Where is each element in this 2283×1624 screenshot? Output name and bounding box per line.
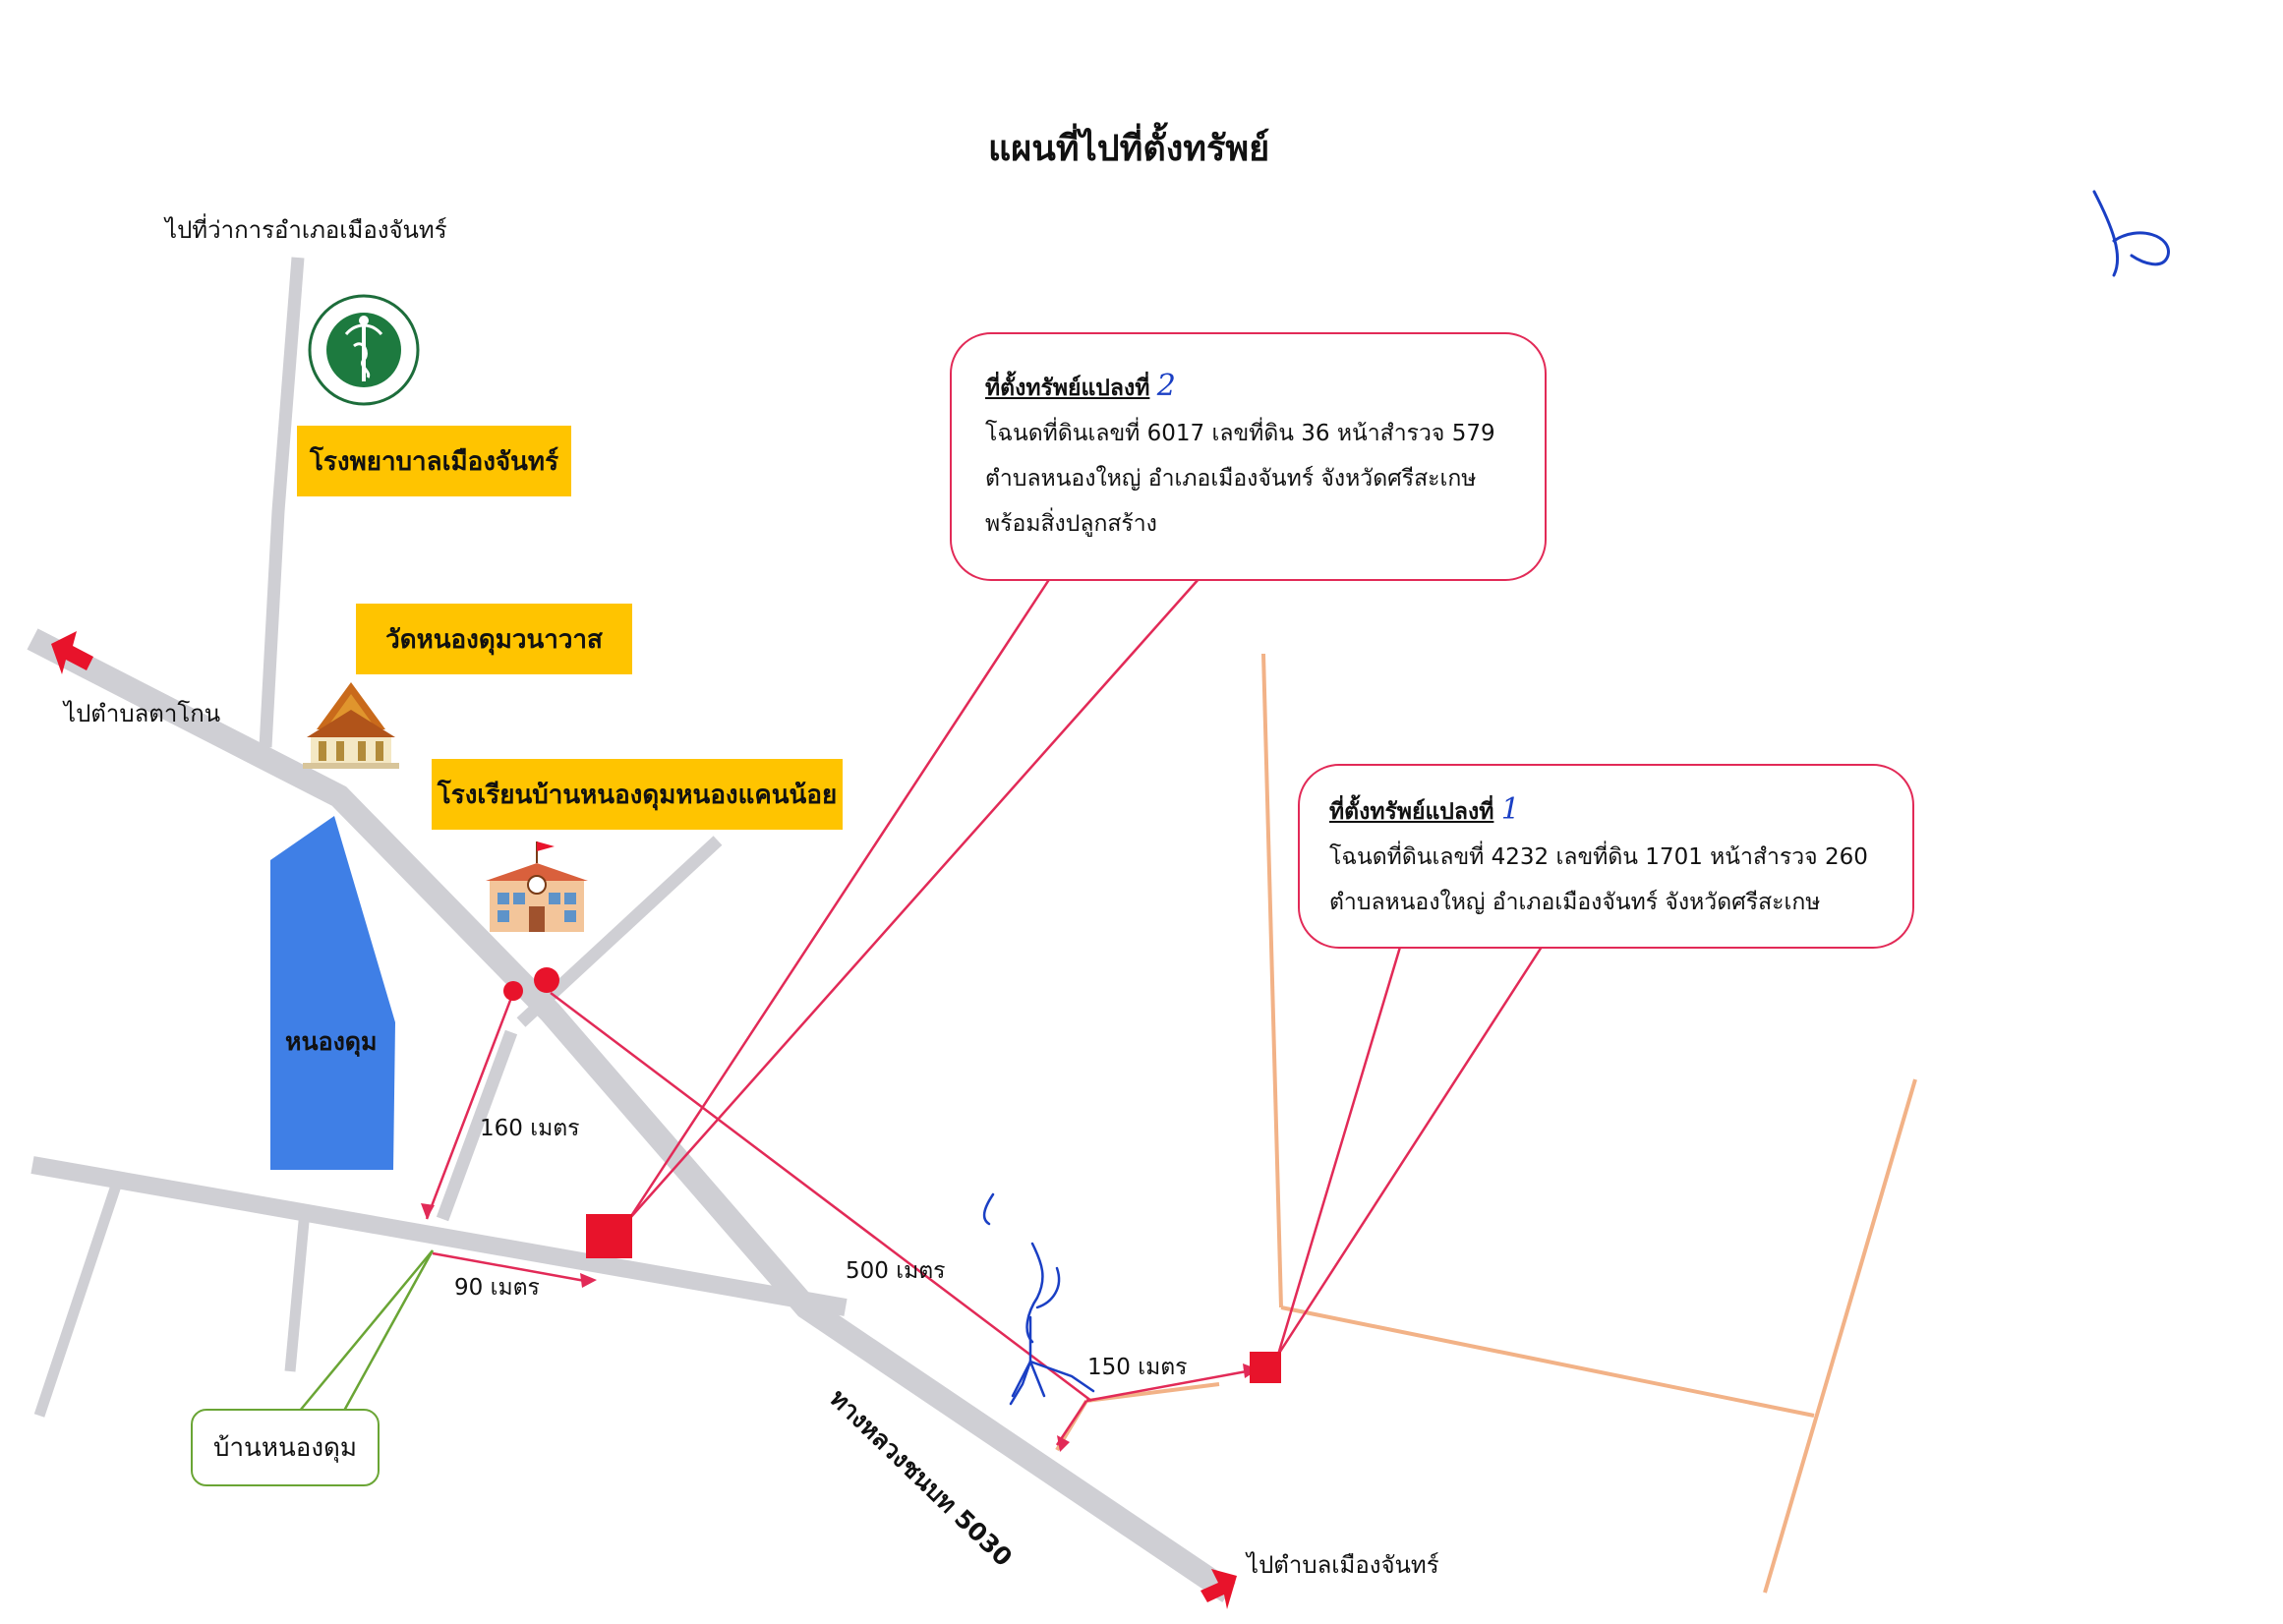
parcel1-marker: [1250, 1352, 1281, 1383]
junction-dot-2: [534, 967, 559, 993]
direction-arrows: [51, 631, 1237, 1609]
school-label: โรงเรียนบ้านหนองดุมหนองแคนน้อย: [432, 759, 843, 830]
distance-90-label: 90 เมตร: [454, 1275, 540, 1301]
road-network: [27, 257, 1236, 1602]
road-main-diagonal: [27, 628, 1236, 1602]
road-branch-2: [284, 1210, 311, 1372]
village-pointer: [299, 1249, 435, 1412]
parcel2-heading: ที่ตั้งทรัพย์แปลงที่ 2: [985, 364, 1545, 411]
distance-arrows: [425, 992, 1248, 1446]
road-south-1: [436, 1029, 518, 1222]
page-title: แผนที่ไปที่ตั้งทรัพย์: [988, 129, 1270, 169]
village-label: บ้านหนองดุม: [212, 1433, 358, 1463]
distance-150-label: 150 เมตร: [1087, 1355, 1188, 1380]
temple-label: วัดหนองดุมวนาวาส: [356, 604, 632, 674]
junction-dot-1: [503, 981, 523, 1001]
parcel1-callout: ที่ตั้งทรัพย์แปลงที่ 1 โฉนดที่ดินเลขที่ …: [1298, 764, 1914, 949]
road-horizontal: [30, 1156, 848, 1316]
parcel2-callout: ที่ตั้งทรัพย์แปลงที่ 2 โฉนดที่ดินเลขที่ …: [950, 332, 1547, 581]
distance-160-label: 160 เมตร: [480, 1116, 580, 1141]
road-to-school: [516, 836, 723, 1027]
arrow-to-ta-kon-icon: [51, 631, 93, 674]
to-mueang-chan-label: ไปตำบลเมืองจันทร์: [1247, 1551, 1439, 1579]
parcel1-line2: ตำบลหนองใหญ่ อำเภอเมืองจันทร์ จังหวัดศรี…: [1329, 890, 1821, 915]
road-branch-1: [33, 1178, 124, 1418]
arrow-to-mueang-chan-icon: [1200, 1569, 1237, 1609]
to-district-label: ไปที่ว่าการอำเภอเมืองจันทร์: [165, 216, 447, 244]
hospital-logo: [307, 293, 421, 407]
parcel1-heading: ที่ตั้งทรัพย์แปลงที่ 1: [1329, 787, 1912, 835]
temple-icon: [297, 680, 405, 771]
road-to-district: [259, 257, 305, 748]
parcel2-marker: [586, 1214, 632, 1258]
school-icon: [482, 838, 592, 936]
callout-pointers: [627, 577, 1546, 1356]
hospital-label: โรงพยาบาลเมืองจันทร์: [297, 426, 571, 496]
parcel1-head: ที่ตั้งทรัพย์แปลงที่: [1329, 799, 1494, 825]
pond-shape: [270, 816, 395, 1170]
parcel1-line1: โฉนดที่ดินเลขที่ 4232 เลขที่ดิน 1701 หน้…: [1329, 844, 1868, 870]
handwritten-page-mark: [2092, 190, 2170, 277]
parcel2-head: ที่ตั้งทรัพย์แปลงที่: [985, 376, 1150, 401]
to-ta-kon-label: ไปตำบลตาโกน: [64, 700, 221, 727]
village-callout: บ้านหนองดุม: [191, 1409, 380, 1486]
parcel1-number: 1: [1500, 792, 1520, 827]
parcel2-line2: ตำบลหนองใหญ่ อำเภอเมืองจันทร์ จังหวัดศรี…: [985, 466, 1477, 492]
distance-500-label: 500 เมตร: [846, 1258, 946, 1284]
parcel2-line1: โฉนดที่ดินเลขที่ 6017 เลขที่ดิน 36 หน้าส…: [985, 421, 1495, 446]
parcel2-number: 2: [1156, 369, 1176, 403]
pond-label: หนองดุม: [285, 1027, 378, 1056]
handwritten-signature-icon: [982, 1192, 1095, 1406]
parcel2-line3: พร้อมสิ่งปลูกสร้าง: [985, 511, 1157, 537]
